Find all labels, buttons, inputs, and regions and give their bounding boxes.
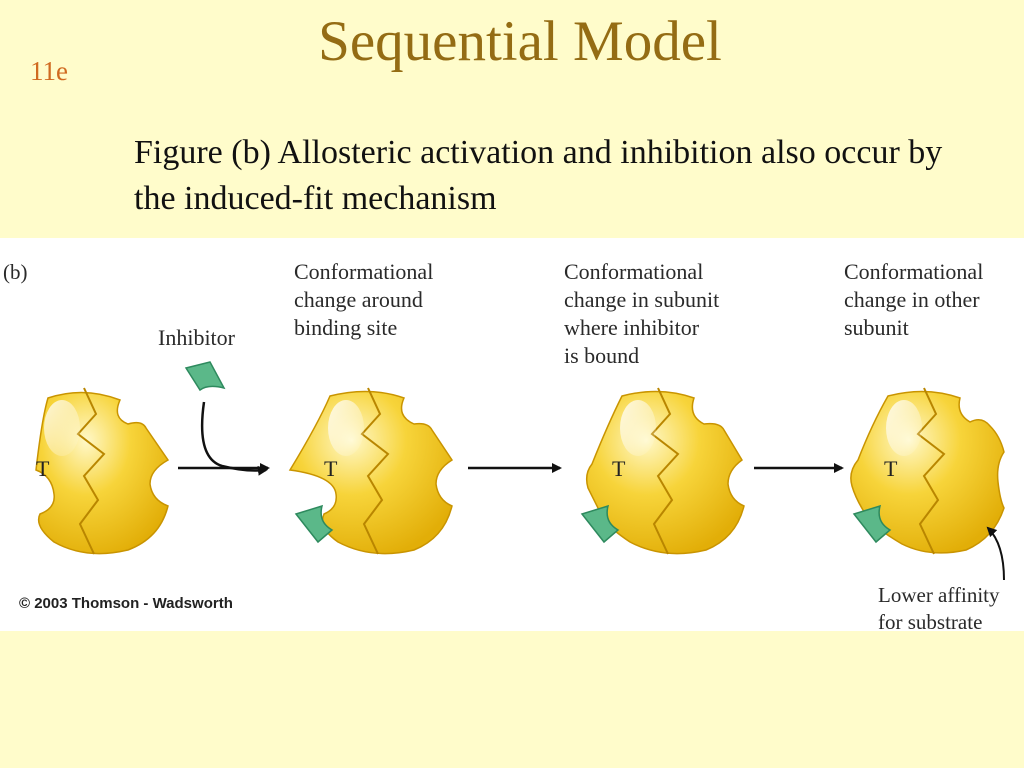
inhibitor-molecule bbox=[184, 361, 226, 392]
affinity-note: Lower affinity for substrate bbox=[878, 583, 1000, 634]
shine bbox=[886, 400, 922, 456]
figure-caption: Figure (b) Allosteric activation and inh… bbox=[134, 134, 943, 217]
figure-graphics: T T T T bbox=[35, 361, 1005, 581]
panel-label: (b) bbox=[3, 260, 28, 284]
enzyme-state-2 bbox=[288, 387, 454, 555]
subunit-interface bbox=[650, 387, 680, 555]
subunit-interface bbox=[360, 387, 390, 555]
copyright-notice: © 2003 Thomson - Wadsworth bbox=[19, 595, 233, 612]
bound-inhibitor bbox=[580, 504, 620, 544]
state-2-annotation: Conformational change around binding sit… bbox=[294, 259, 434, 340]
state-4-annotation: Conformational change in other subunit bbox=[844, 259, 984, 340]
affinity-arrow bbox=[986, 526, 1005, 581]
subunit-label: T bbox=[324, 456, 338, 481]
enzyme-state-1 bbox=[35, 387, 170, 555]
subunit-label: T bbox=[612, 456, 626, 481]
bound-inhibitor bbox=[852, 504, 892, 544]
subunit-label: T bbox=[36, 456, 50, 481]
subunit-interface bbox=[916, 387, 946, 555]
bound-inhibitor bbox=[294, 504, 334, 544]
enzyme-state-4 bbox=[850, 387, 1005, 555]
subunit-interface bbox=[76, 387, 106, 555]
subunit-label: T bbox=[884, 456, 898, 481]
inhibitor-label: Inhibitor bbox=[158, 325, 235, 350]
shine bbox=[328, 400, 364, 456]
slide-title: Sequential Model bbox=[318, 10, 722, 73]
enzyme-state-3 bbox=[580, 387, 745, 555]
allosteric-figure: T T T T (b) Inhibitor Conformational cha… bbox=[0, 238, 1024, 634]
shine bbox=[44, 400, 80, 456]
slide-number: 11e bbox=[30, 56, 68, 86]
binding-arrow bbox=[200, 401, 268, 476]
state-3-annotation: Conformational change in subunit where i… bbox=[564, 259, 720, 368]
shine bbox=[620, 400, 656, 456]
